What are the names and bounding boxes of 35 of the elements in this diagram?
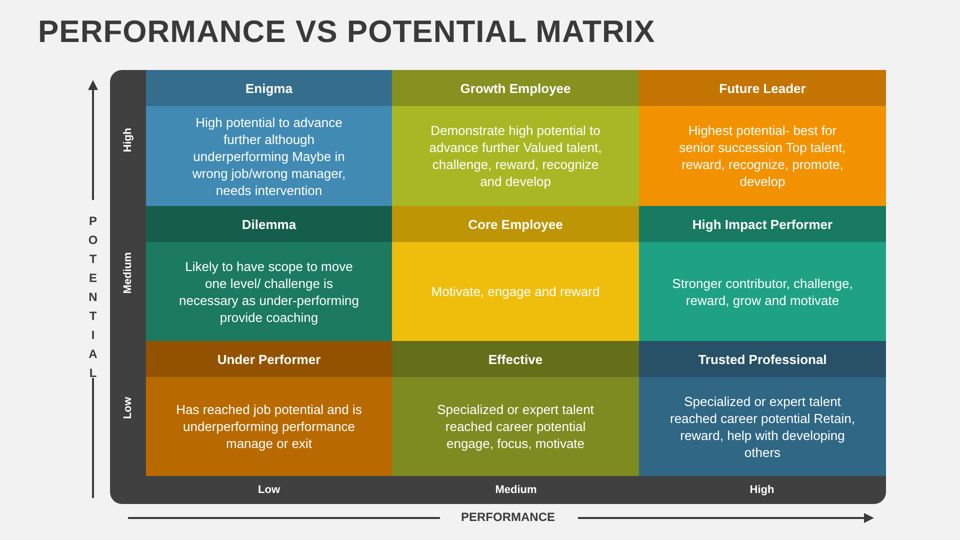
- cell-description: Highest potential- best for senior succession Top talent, reward, recognize, promote, develop: [678, 122, 847, 190]
- cell-description: Has reached job potential and is underperforming performance manage or exit: [176, 401, 362, 452]
- cell-heading: Enigma: [146, 70, 392, 106]
- cell-description: Stronger contributor, challenge, reward, grow and motivate: [671, 274, 854, 308]
- title: PERFORMANCE VS POTENTIAL MATRIX: [38, 14, 656, 50]
- cell-description: Specialized or expert talent reached career potential engage, focus, motivate: [436, 401, 595, 452]
- matrix-cell: [639, 341, 886, 476]
- matrix-cell: [639, 206, 886, 341]
- cell-heading: Effective: [392, 341, 639, 377]
- cell-heading: Core Employee: [392, 206, 639, 242]
- cell-heading: Under Performer: [146, 341, 392, 377]
- cell-description: Demonstrate high potential to advance further Valued talent, challenge, reward, recognize and develop: [428, 122, 603, 190]
- axis-tick-label: Medium: [495, 484, 537, 496]
- matrix-cell: [146, 70, 392, 206]
- cell-heading: Dilemma: [146, 206, 392, 242]
- matrix-cell: [146, 341, 392, 476]
- axis-tick-label: Low: [122, 397, 134, 419]
- cell-description: Likely to have scope to move one level/ challenge is necessary as under-performing provide coaching: [178, 258, 360, 326]
- cell-heading: Future Leader: [639, 70, 886, 106]
- cell-heading: Growth Employee: [392, 70, 639, 106]
- matrix-cell: [639, 70, 886, 206]
- cell-heading: High Impact Performer: [639, 206, 886, 242]
- axis-tick-label: Low: [258, 484, 280, 496]
- matrix-cell: [392, 70, 639, 206]
- cell-description: High potential to advance further although underperforming Maybe in wrong job/wrong manager, needs intervention: [191, 114, 347, 198]
- cell-description: Motivate, engage and reward: [431, 283, 600, 300]
- cell-heading: Trusted Professional: [639, 341, 886, 377]
- axis-title: PERFORMANCE: [461, 510, 555, 524]
- axis-tick-label: Medium: [122, 252, 134, 294]
- axis-title: POTENTIAL: [86, 214, 100, 385]
- matrix-cell: [392, 341, 639, 476]
- matrix-cell: [392, 206, 639, 341]
- cell-description: Specialized or expert talent reached career potential Retain, reward, help with developing others: [669, 392, 856, 460]
- matrix-cell: [146, 206, 392, 341]
- axis-tick-label: High: [122, 128, 134, 152]
